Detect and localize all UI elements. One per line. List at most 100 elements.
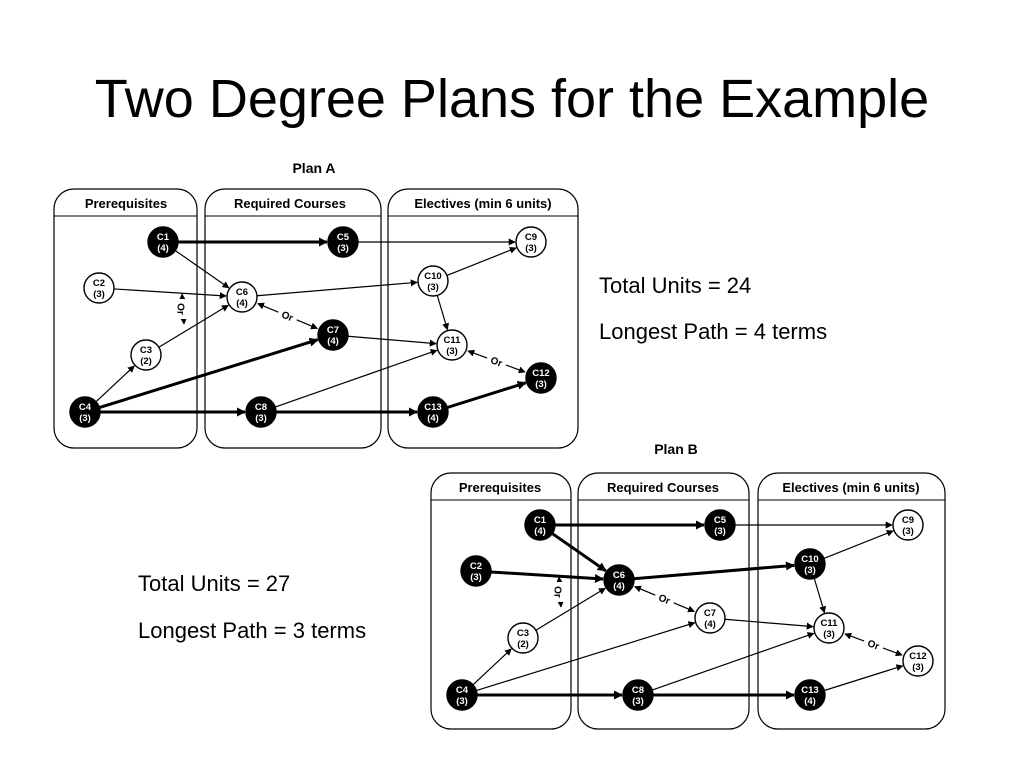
prerequisite-edge [98, 337, 319, 409]
course-id: C4 [456, 685, 469, 696]
course-units: (4) [427, 413, 439, 424]
course-node-c11: C11(3) [813, 612, 845, 644]
course-units: (3) [525, 243, 537, 254]
course-id: C8 [255, 402, 267, 413]
course-units: (3) [255, 413, 267, 424]
prerequisite-edge [113, 288, 227, 300]
course-id: C12 [909, 651, 926, 662]
plan-a-total-units: Total Units = 24 [599, 273, 752, 298]
course-node-circle [130, 339, 162, 371]
course-node-c6: C6(4) [603, 564, 635, 596]
course-units: (3) [823, 629, 835, 640]
prerequisite-edge [174, 250, 230, 289]
section-header: Prerequisites [85, 196, 167, 211]
course-units: (3) [632, 696, 644, 707]
course-units: (3) [456, 696, 468, 707]
course-id: C2 [93, 278, 105, 289]
course-node-c2: C2(3) [460, 555, 492, 587]
prerequisite-edge [256, 279, 418, 297]
or-label-background [275, 306, 300, 326]
course-id: C1 [157, 232, 170, 243]
course-node-circle [317, 319, 349, 351]
prerequisite-edge [476, 621, 696, 692]
course-node-c4: C4(3) [446, 679, 478, 711]
course-node-circle [603, 564, 635, 596]
course-node-c12: C12(3) [902, 645, 934, 677]
plan-b-longest-path: Longest Path = 3 terms [138, 618, 367, 643]
course-units: (3) [93, 289, 105, 300]
course-node-circle [515, 226, 547, 258]
or-label-background [552, 582, 564, 602]
plan-b-total-units: Total Units = 27 [138, 571, 291, 596]
course-units: (4) [704, 619, 716, 630]
prerequisite-edge [446, 380, 527, 409]
course-node-c3: C3(2) [130, 339, 162, 371]
course-node-circle [622, 679, 654, 711]
course-units: (4) [157, 243, 169, 254]
prerequisite-edge [651, 632, 815, 691]
course-node-c13: C13(4) [794, 679, 826, 711]
course-node-circle [507, 622, 539, 654]
course-id: C4 [79, 402, 92, 413]
prerequisite-edge [535, 587, 606, 631]
course-id: C6 [613, 570, 625, 581]
prerequisite-edge [347, 335, 437, 347]
course-node-c1: C1(4) [147, 226, 179, 258]
section-header: Prerequisites [459, 480, 541, 495]
plan-label: Plan A [292, 160, 335, 176]
course-id: C3 [140, 345, 152, 356]
course-node-c8: C8(3) [245, 396, 277, 428]
prerequisite-edge [436, 295, 450, 331]
plan-label: Plan B [654, 441, 698, 457]
course-id: C10 [424, 271, 441, 282]
prerequisite-edge [633, 561, 795, 581]
or-label: Or [489, 355, 504, 369]
course-units: (3) [535, 379, 547, 390]
course-id: C13 [424, 402, 441, 413]
plan-a-longest-path: Longest Path = 4 terms [599, 319, 828, 344]
course-node-circle [460, 555, 492, 587]
course-units: (4) [804, 696, 816, 707]
course-node-circle [813, 612, 845, 644]
section-header: Required Courses [607, 480, 719, 495]
course-units: (3) [337, 243, 349, 254]
prerequisite-edge [446, 246, 517, 277]
or-label-background [175, 299, 187, 319]
course-units: (3) [714, 526, 726, 537]
course-units: (4) [613, 581, 625, 592]
prerequisite-edge [813, 578, 827, 614]
course-id: C10 [801, 554, 818, 565]
course-node-circle [524, 509, 556, 541]
course-id: C11 [821, 618, 839, 629]
course-node-circle [69, 396, 101, 428]
or-label-background [862, 635, 885, 654]
course-node-circle [245, 396, 277, 428]
course-units: (4) [327, 336, 339, 347]
course-node-circle [794, 679, 826, 711]
or-label: Or [175, 303, 186, 315]
course-node-circle [525, 362, 557, 394]
course-units: (3) [902, 526, 914, 537]
course-units: (4) [534, 526, 546, 537]
course-node-circle [147, 226, 179, 258]
course-node-circle [327, 226, 359, 258]
course-node-circle [446, 679, 478, 711]
course-node-c10: C10(3) [417, 265, 449, 297]
course-id: C3 [517, 628, 529, 639]
course-id: C9 [902, 515, 914, 526]
course-id: C7 [704, 608, 716, 619]
course-units: (3) [470, 572, 482, 583]
or-label: Or [552, 586, 563, 598]
course-units: (2) [140, 356, 152, 367]
course-node-circle [892, 509, 924, 541]
course-node-c5: C5(3) [327, 226, 359, 258]
course-id: C6 [236, 287, 248, 298]
course-units: (3) [427, 282, 439, 293]
prerequisite-edge [551, 532, 607, 573]
course-id: C9 [525, 232, 537, 243]
course-node-c13: C13(4) [417, 396, 449, 428]
section-header: Electives (min 6 units) [414, 196, 551, 211]
